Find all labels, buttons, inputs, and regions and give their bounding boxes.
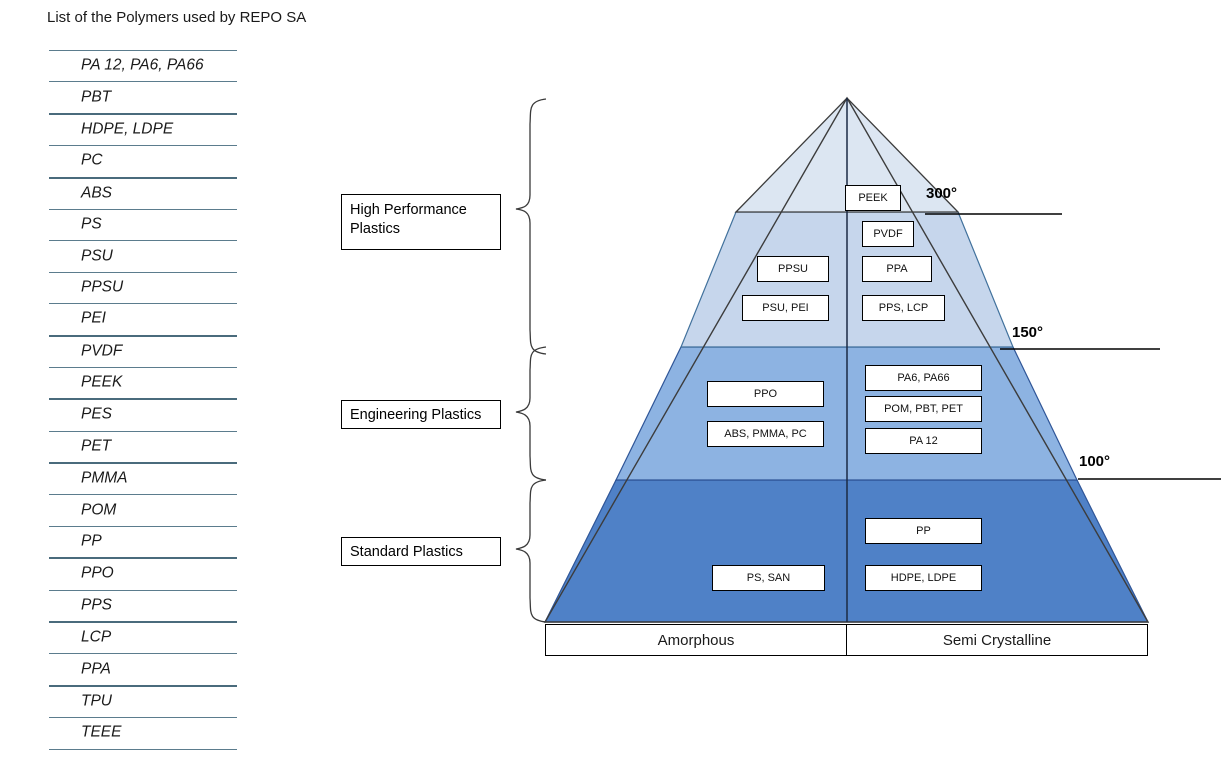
polymer-list-item: PET: [49, 432, 237, 465]
polymer-list-item: PA 12, PA6, PA66: [49, 50, 237, 83]
polymer-list-item-label: PP: [81, 532, 102, 550]
temperature-label-300: 300°: [926, 185, 958, 202]
category-box-standard-plastics: Standard Plastics: [341, 537, 501, 566]
temperature-label-150: 150°: [1012, 324, 1044, 341]
polymer-list-item: HDPE, LDPE: [49, 115, 237, 147]
page-title: List of the Polymers used by REPO SA: [47, 9, 307, 26]
plastic-box-hdpe-ldpe: HDPE, LDPE: [865, 565, 982, 591]
polymer-list-item-label: PEEK: [81, 373, 123, 391]
polymer-list-item: TEEE: [49, 718, 237, 750]
polymer-list-item: LCP: [49, 623, 237, 655]
polymer-list-item-label: PPA: [81, 660, 111, 678]
polymer-list-item-label: PA 12, PA6, PA66: [81, 56, 204, 74]
classification-cell-semi-crystalline: Semi Crystalline: [942, 631, 1052, 649]
polymer-list-item-label: PPO: [81, 565, 114, 583]
brace-standard: [515, 479, 547, 623]
plastic-box-pom-pbt-pet: POM, PBT, PET: [865, 396, 982, 422]
plastic-box-peek: PEEK: [845, 185, 901, 211]
classification-bar: Amorphous Semi Crystalline: [545, 624, 1148, 656]
plastic-box-ps-san: PS, SAN: [712, 565, 825, 591]
polymer-list-item: PEI: [49, 304, 237, 337]
plastic-box-ppsu: PPSU: [757, 256, 829, 282]
polymer-list-item: PEEK: [49, 368, 237, 401]
polymer-list-item: PP: [49, 527, 237, 560]
plastic-box-pa12: PA 12: [865, 428, 982, 454]
polymer-list-item: PES: [49, 400, 237, 432]
polymer-list-item-label: ABS: [81, 184, 113, 202]
polymer-list-item-label: PVDF: [81, 342, 123, 360]
polymer-list-item-label: PPSU: [81, 278, 124, 296]
polymer-list-item-label: PPS: [81, 596, 113, 614]
plastic-box-pvdf: PVDF: [862, 221, 914, 247]
classification-cell-amorphous: Amorphous: [546, 625, 847, 655]
temperature-label-100: 100°: [1079, 453, 1111, 470]
plastic-box-abs-pmma-pc: ABS, PMMA, PC: [707, 421, 824, 447]
pyramid-outline: [543, 96, 1150, 623]
plastic-box-pp: PP: [865, 518, 982, 544]
polymer-list-item-label: PEI: [81, 309, 106, 327]
polymer-list-item: PMMA: [49, 464, 237, 496]
brace-high-performance: [515, 98, 547, 355]
polymer-list-item: ABS: [49, 179, 237, 210]
polymer-list-item: PS: [49, 210, 237, 242]
polymer-list-item: PVDF: [49, 337, 237, 368]
polymer-list-item: PPA: [49, 654, 237, 687]
polymer-list-item-label: PES: [81, 406, 113, 424]
polymer-list-item-label: PBT: [81, 88, 112, 106]
polymer-list-item: PPSU: [49, 273, 237, 305]
polymer-list-item-label: TEEE: [81, 724, 122, 742]
polymer-list-item: PPS: [49, 591, 237, 624]
pyramid-tier-standard: [544, 479, 1149, 623]
brace-engineering: [515, 346, 547, 481]
pyramid-tier-engineering: [615, 346, 1078, 481]
polymer-list-item: TPU: [49, 687, 237, 719]
plastic-box-pps-lcp: PPS, LCP: [862, 295, 945, 321]
polymer-list-item: PSU: [49, 241, 237, 273]
polymer-list-item-label: LCP: [81, 628, 112, 646]
polymer-list-item-label: PMMA: [81, 469, 128, 487]
plastic-box-psu-pei: PSU, PEI: [742, 295, 829, 321]
plastic-box-ppa: PPA: [862, 256, 932, 282]
polymer-list-item: PBT: [49, 82, 237, 115]
category-box-high-performance-plastics: High Performance Plastics: [341, 194, 501, 250]
polymer-list-item: POM: [49, 495, 237, 527]
plastic-box-ppo: PPO: [707, 381, 824, 407]
polymer-list-item-label: PS: [81, 215, 102, 233]
category-box-engineering-plastics: Engineering Plastics: [341, 400, 501, 429]
polymer-list-item-label: PET: [81, 437, 112, 455]
polymer-list-item-label: TPU: [81, 692, 112, 710]
pyramid-tier-highperf-lower: [680, 211, 1014, 348]
polymer-list-item-label: POM: [81, 501, 117, 519]
plastic-box-pa6-pa66: PA6, PA66: [865, 365, 982, 391]
polymer-list-item-label: PC: [81, 151, 103, 169]
polymer-list-item: PC: [49, 146, 237, 179]
polymer-list-item: PPO: [49, 559, 237, 591]
polymer-list-item-label: HDPE, LDPE: [81, 120, 174, 138]
polymer-list-item-label: PSU: [81, 247, 113, 265]
